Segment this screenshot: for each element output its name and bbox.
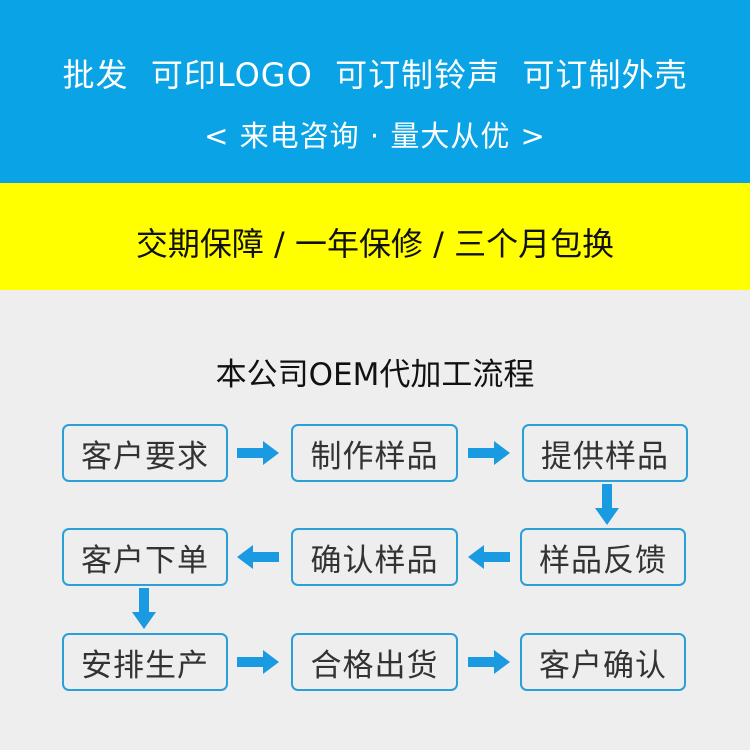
step-customer-request: 客户要求 (62, 424, 228, 482)
step-make-sample: 制作样品 (291, 424, 458, 482)
banner-contact-text: < 来电咨询 · 量大从优 > (204, 119, 546, 153)
arrow-right-icon (237, 441, 279, 465)
step-customer-confirm: 客户确认 (520, 633, 686, 691)
step-sample-feedback: 样品反馈 (520, 528, 686, 586)
step-arrange-production: 安排生产 (62, 633, 228, 691)
step-label: 制作样品 (310, 438, 439, 475)
arrow-right-icon (468, 650, 510, 674)
step-label: 安排生产 (81, 647, 209, 684)
step-customer-order: 客户下单 (62, 528, 228, 586)
process-title: 本公司OEM代加工流程 (215, 357, 535, 393)
banner-services-text: 批发 可印LOGO 可订制铃声 可订制外壳 (62, 56, 688, 94)
arrow-down-icon (595, 484, 619, 525)
step-confirm-sample: 确认样品 (291, 528, 458, 586)
arrow-left-icon (237, 545, 279, 569)
arrow-down-icon (132, 588, 156, 629)
arrow-right-icon (237, 650, 279, 674)
step-label: 客户确认 (539, 647, 667, 684)
step-qualified-shipment: 合格出货 (291, 633, 458, 691)
step-label: 客户要求 (81, 438, 209, 475)
step-label: 客户下单 (81, 542, 209, 579)
step-label: 提供样品 (541, 438, 669, 475)
arrow-right-icon (468, 441, 510, 465)
guarantee-text: 交期保障 / 一年保修 / 三个月包换 (135, 225, 615, 263)
top-banner: 批发 可印LOGO 可订制铃声 可订制外壳 < 来电咨询 · 量大从优 > (0, 0, 750, 183)
step-label: 样品反馈 (539, 542, 667, 579)
step-label: 确认样品 (310, 542, 439, 579)
guarantee-banner: 交期保障 / 一年保修 / 三个月包换 (0, 183, 750, 290)
step-provide-sample: 提供样品 (522, 424, 688, 482)
step-label: 合格出货 (310, 647, 439, 684)
arrow-left-icon (468, 545, 510, 569)
